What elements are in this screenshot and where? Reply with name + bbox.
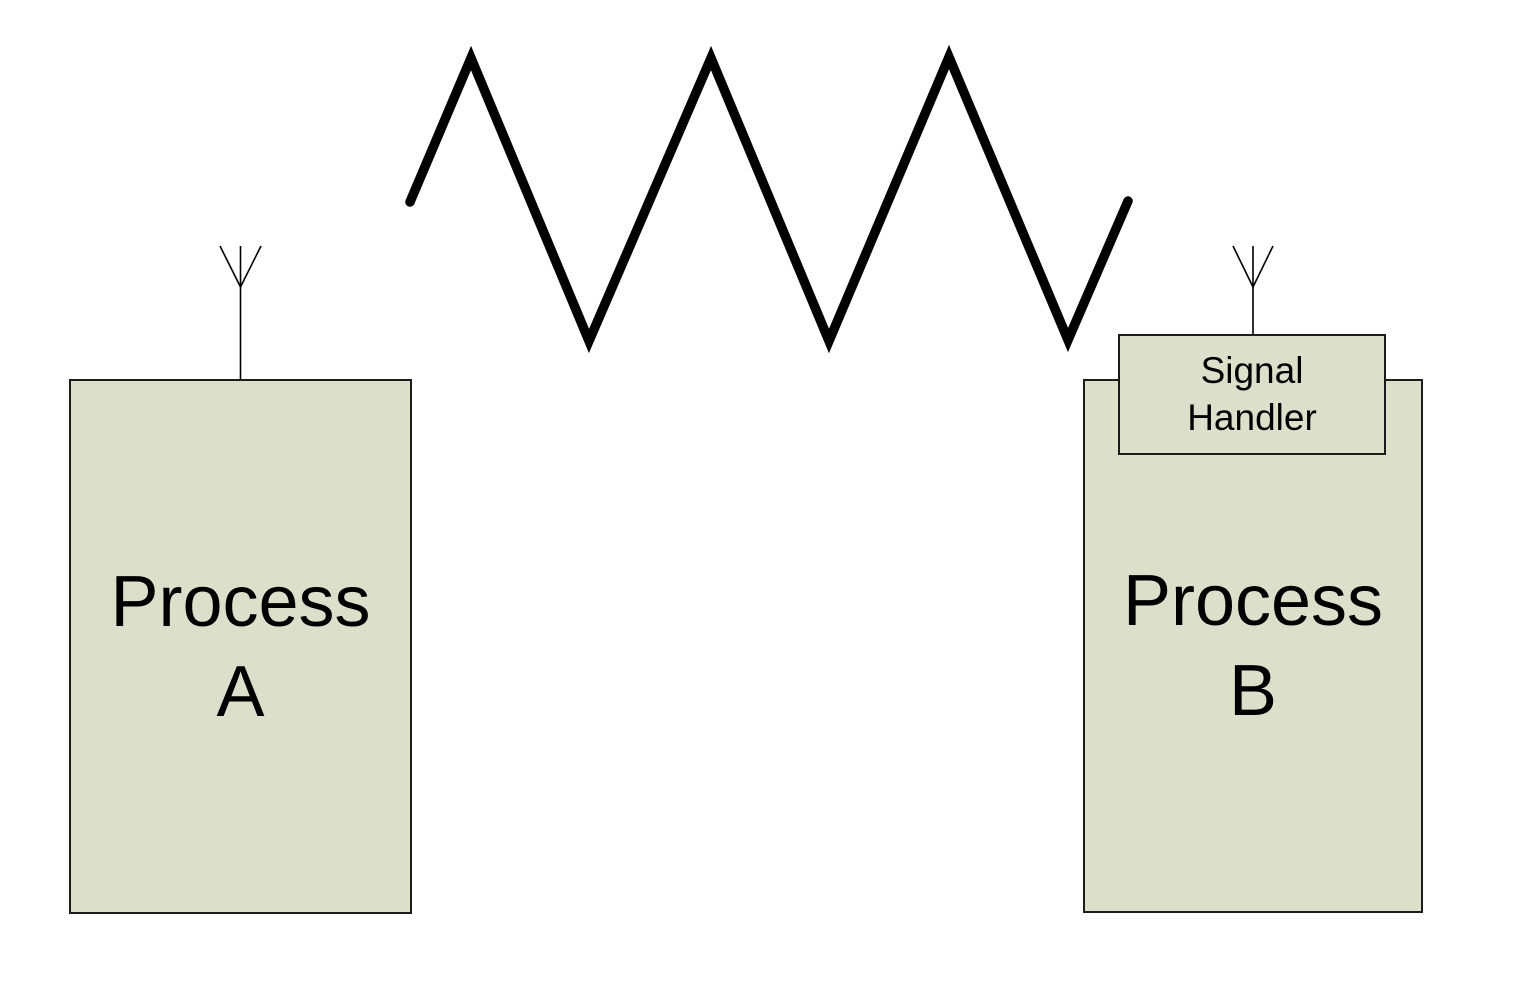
process-a-label: Process A xyxy=(110,557,370,737)
antenna-b-icon xyxy=(1232,245,1274,335)
process-b-label-line2: B xyxy=(1228,651,1278,731)
signal-handler-label: Signal Handler xyxy=(1187,348,1317,441)
process-a-node: Process A xyxy=(69,379,412,914)
signal-wave-zigzag-icon xyxy=(405,44,1133,354)
process-a-label-line1: Process xyxy=(110,561,371,642)
antenna-a-icon xyxy=(219,245,262,379)
process-b-label: Process B xyxy=(1123,556,1383,736)
signal-handler-label-line1: Signal xyxy=(1200,350,1304,392)
process-b-label-line1: Process xyxy=(1122,561,1384,641)
process-a-label-line2: A xyxy=(216,651,265,732)
process-b-node: Process B xyxy=(1083,379,1423,913)
signal-handler-node: Signal Handler xyxy=(1118,334,1386,455)
signal-handler-label-line2: Handler xyxy=(1187,396,1317,438)
